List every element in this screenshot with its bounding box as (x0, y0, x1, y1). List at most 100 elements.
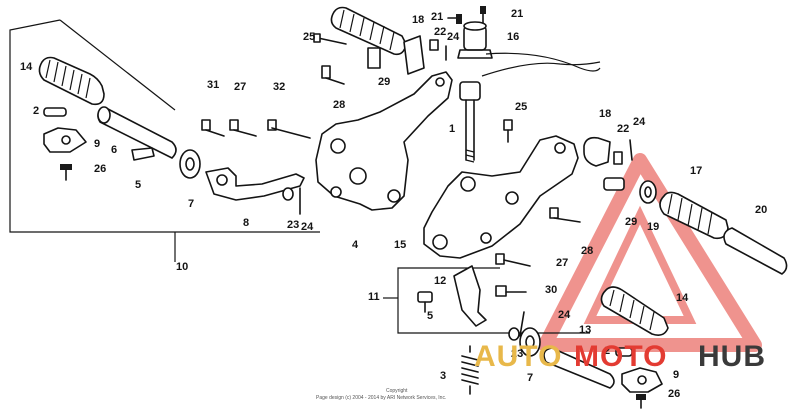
watermark-text-hub: HUB (698, 340, 766, 373)
callout-c25a: 25 (303, 31, 315, 43)
cotter-24-lower (519, 311, 525, 337)
bolt-27-right (495, 253, 531, 267)
nut-23-left (282, 187, 294, 201)
switch-16 (457, 21, 601, 77)
bolt-30 (495, 285, 527, 297)
bolt-31 (201, 119, 225, 137)
callout-c18a: 18 (412, 14, 424, 26)
footpeg-rubber-left (38, 56, 105, 106)
callout-c20: 20 (755, 204, 767, 216)
step-bracket-4 (315, 71, 453, 211)
nut-22-top (429, 39, 439, 51)
callout-c3: 3 (440, 370, 446, 382)
footpeg-shaft-13 (543, 347, 615, 389)
nut-22-right (613, 151, 623, 165)
step-bracket-15 (423, 135, 579, 259)
bolt-26-left (60, 164, 72, 181)
callout-c22b: 22 (617, 123, 629, 135)
callout-c24b: 24 (447, 31, 460, 43)
watermark-logo: AUTO MOTO HUB (474, 340, 766, 373)
clamp-18-top (403, 35, 425, 75)
callout-c2a: 2 (33, 105, 39, 117)
callout-c26b: 26 (668, 388, 680, 400)
callout-c1: 1 (449, 123, 455, 135)
callout-c25b: 25 (515, 101, 527, 113)
callout-c7a: 7 (188, 198, 194, 210)
footpeg-shaft-20 (723, 227, 788, 275)
cotter-24-right (629, 139, 633, 161)
nut-23-right (508, 327, 520, 341)
callout-c28a: 28 (333, 99, 345, 111)
bolt-25-top (313, 33, 347, 45)
footpeg-rubber-upper (330, 6, 407, 56)
collar-29-right (603, 177, 625, 191)
bracket-9-right (621, 367, 663, 393)
callout-c8: 8 (243, 217, 249, 229)
callout-c6: 6 (111, 144, 117, 156)
callout-c14b: 14 (676, 292, 689, 304)
callout-c23a: 23 (287, 219, 299, 231)
bolt-21a (447, 14, 462, 24)
callout-c32: 32 (273, 81, 285, 93)
bolt-32 (267, 119, 311, 139)
callout-c10: 10 (176, 261, 188, 273)
spring-3 (461, 345, 479, 395)
callout-c2b: 2 (604, 345, 610, 357)
callout-c16: 16 (507, 31, 519, 43)
watermark-text-moto: MOTO (574, 340, 667, 373)
callout-c19: 19 (647, 221, 659, 233)
copyright-line-1: Copyright (386, 388, 408, 394)
bolt-27-left (229, 119, 257, 137)
collar-29-left (367, 47, 381, 69)
callout-c24a: 24 (301, 221, 314, 233)
callout-c15: 15 (394, 239, 406, 251)
callout-c13: 13 (579, 324, 591, 336)
callout-c17: 17 (690, 165, 702, 177)
bracket-12 (453, 265, 487, 327)
callout-c4: 4 (352, 239, 359, 251)
pin-2-left (43, 107, 67, 117)
callout-c21a: 21 (431, 11, 443, 23)
callout-c23b: 23 (511, 348, 523, 360)
watermark-text-auto: AUTO (474, 340, 562, 373)
footpeg-rubber-17 (659, 191, 729, 240)
callout-c29b: 29 (625, 216, 637, 228)
footpeg-rubber-right (600, 286, 669, 336)
bolt-28-right (549, 207, 581, 223)
callout-c26a: 26 (94, 163, 106, 175)
clamp-18-right (583, 136, 611, 167)
callout-c9a: 9 (94, 138, 100, 150)
callout-c29a: 29 (378, 76, 390, 88)
callout-c22a: 22 (434, 26, 446, 38)
washer-7-right (519, 327, 541, 357)
callout-c28b: 28 (581, 245, 593, 257)
footpeg-shaft-6 (97, 106, 177, 159)
group-bracket-10 (9, 19, 320, 262)
callout-c30: 30 (545, 284, 557, 296)
pin-5-right (417, 291, 433, 313)
callout-c21b: 21 (511, 8, 523, 20)
pin-5-left (131, 147, 155, 161)
callout-c27a: 27 (234, 81, 246, 93)
callout-c31: 31 (207, 79, 219, 91)
callout-c12: 12 (434, 275, 446, 287)
callout-c14a: 14 (20, 61, 33, 73)
copyright-line-2: Page design (c) 2004 - 2014 by ARI Netwo… (316, 395, 446, 401)
callout-c9b: 9 (673, 369, 679, 381)
callout-c5a: 5 (135, 179, 141, 191)
callout-c11: 11 (368, 291, 380, 303)
washer-19 (639, 180, 657, 204)
bolt-28-left (321, 65, 345, 85)
callout-c27b: 27 (556, 257, 568, 269)
bolt-25-right (503, 119, 513, 143)
washer-7-left (179, 149, 201, 179)
pin-2-right (615, 347, 633, 357)
bracket-9-left (43, 127, 87, 153)
callout-c5b: 5 (427, 310, 433, 322)
group-bracket-11 (383, 267, 590, 334)
callout-c24c: 24 (633, 116, 646, 128)
callout-c7b: 7 (527, 372, 533, 384)
brake-pedal-8 (205, 167, 305, 201)
